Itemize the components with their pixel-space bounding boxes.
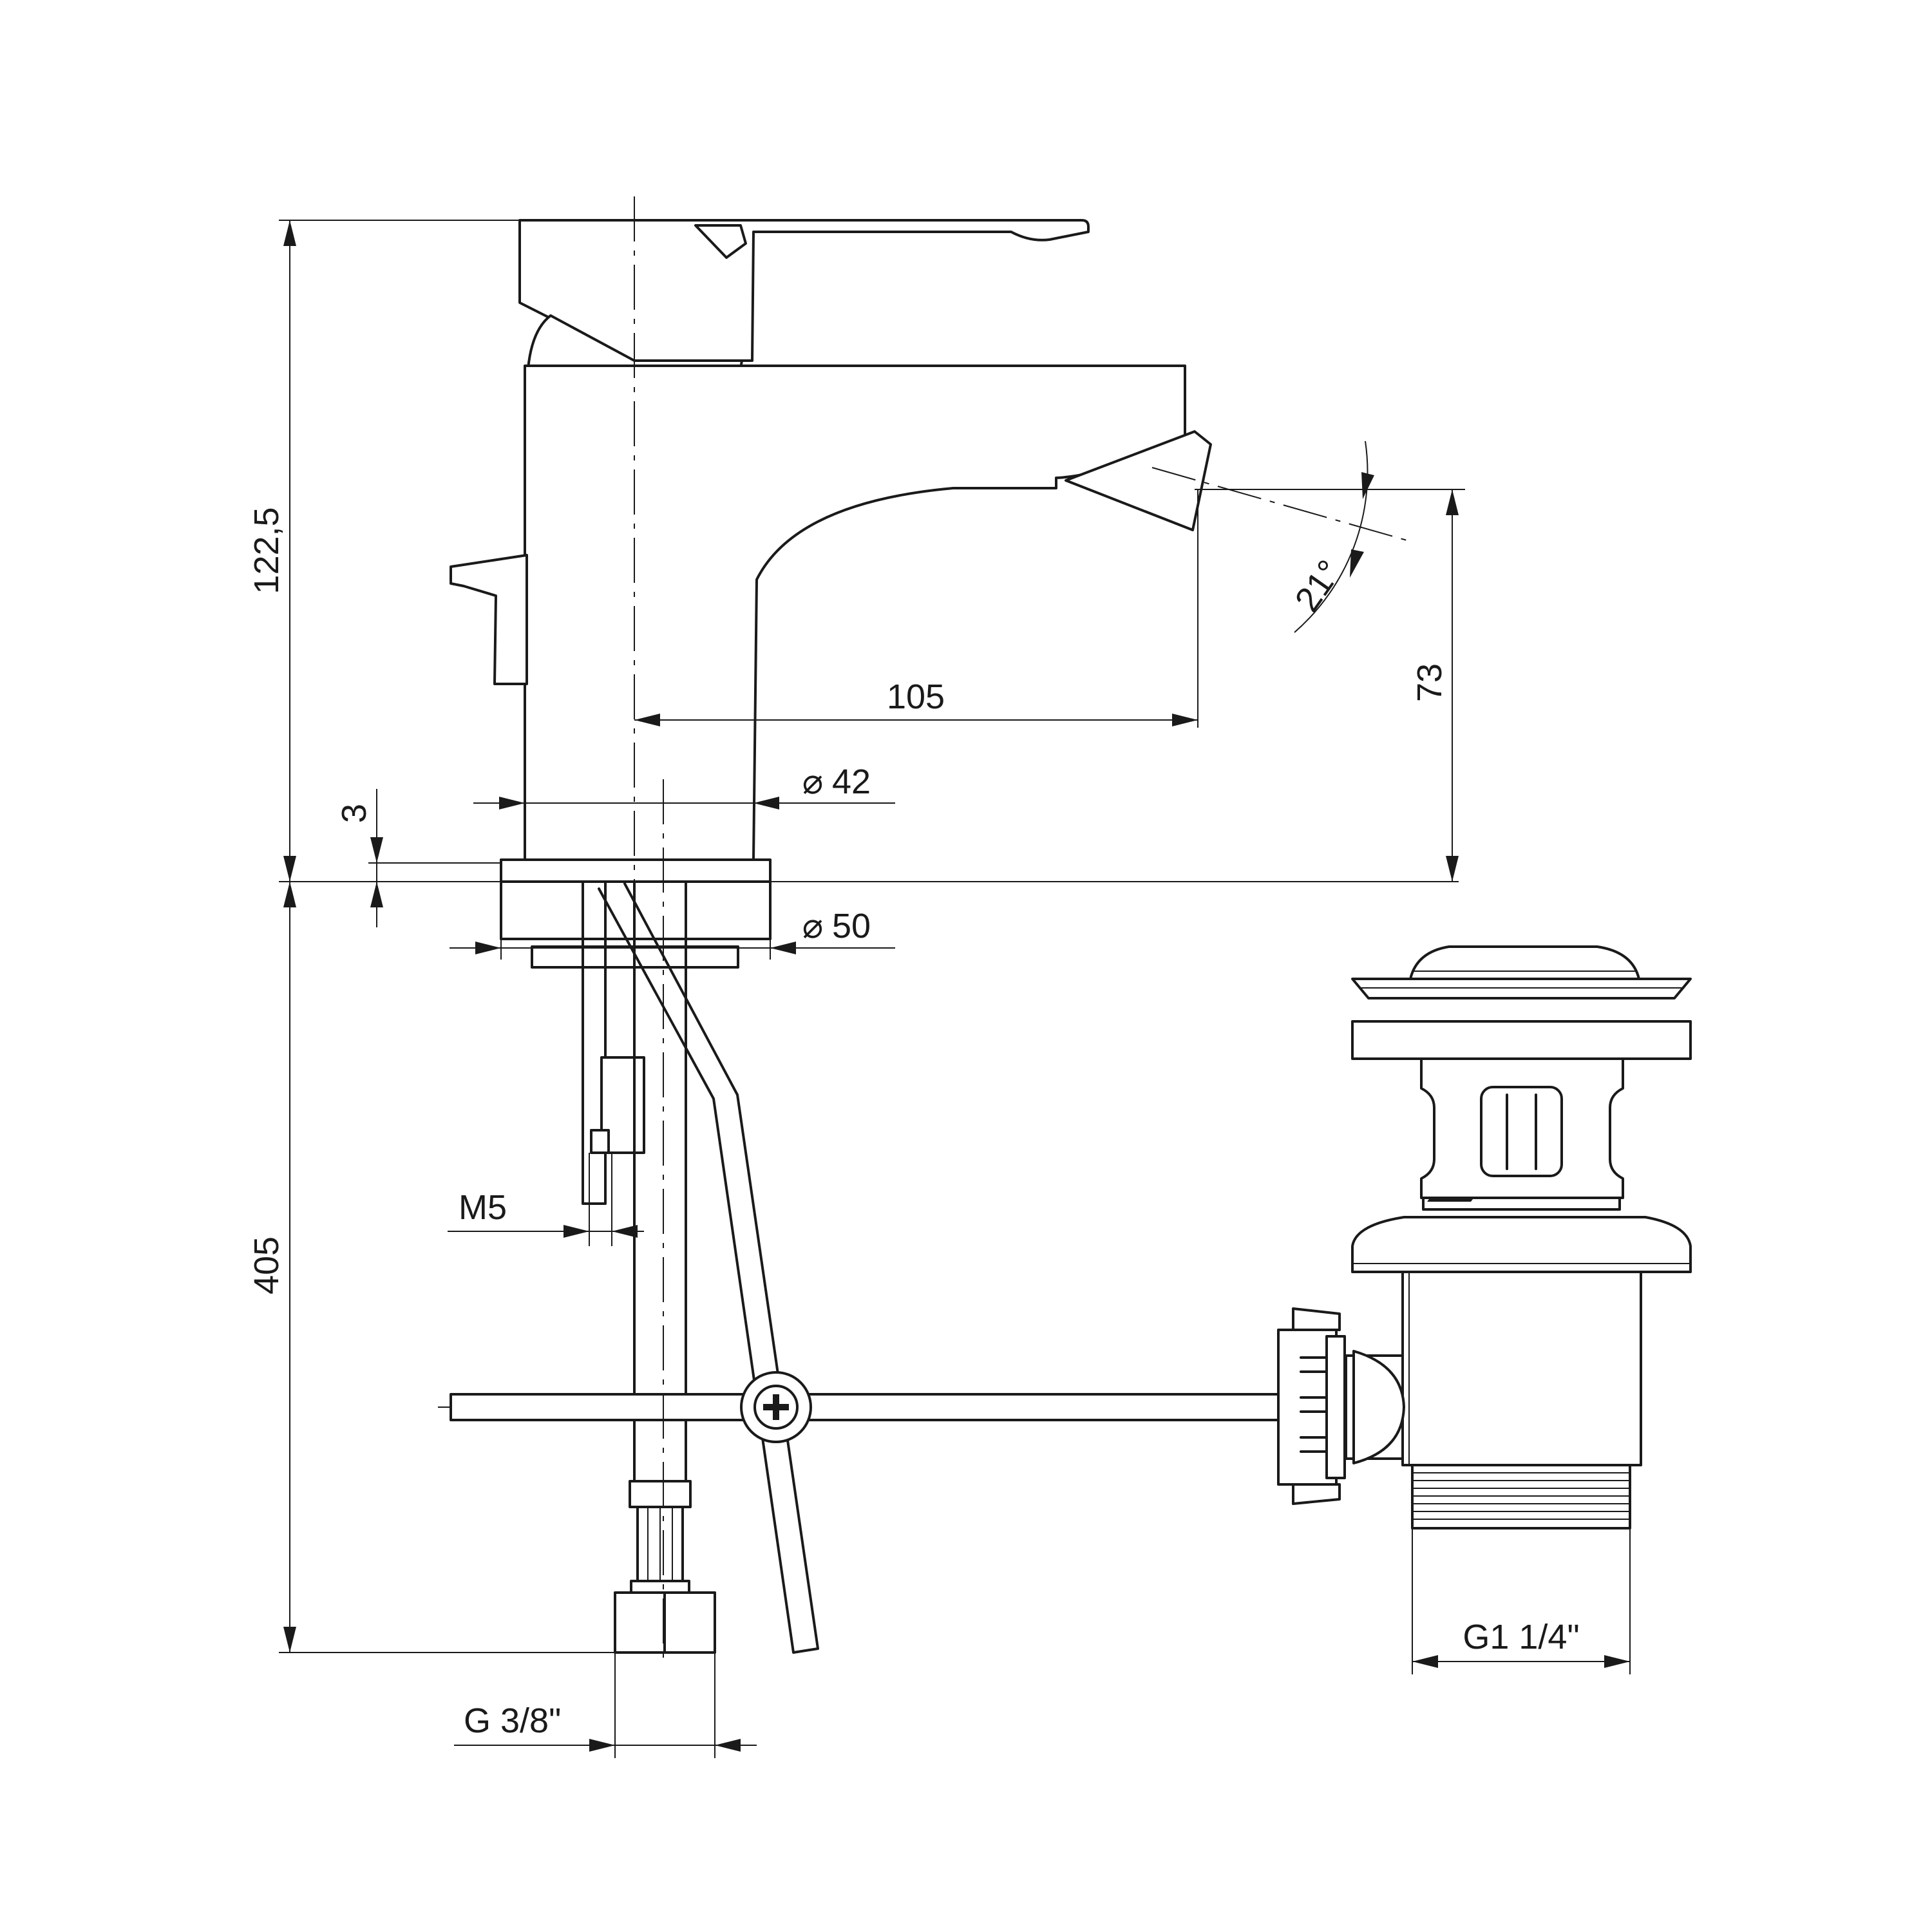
- diameter-symbol-icon: ⌀: [802, 907, 824, 945]
- lever-handle: [518, 219, 1090, 362]
- label-base-thickness: 3: [335, 804, 374, 823]
- label-spout-angle: 21°: [1287, 553, 1349, 618]
- label-rod-thread: M5: [459, 1188, 507, 1227]
- center-lines: [634, 196, 1414, 1662]
- label-spout-height: 73: [1410, 663, 1449, 702]
- label-base-diameter: 50: [832, 907, 871, 945]
- dimension-lines: [279, 220, 1631, 1758]
- base-plate: [500, 858, 772, 883]
- drain-tailpiece: [1401, 1271, 1642, 1466]
- drain-window: [1480, 1086, 1563, 1177]
- mixer-fittings: [438, 880, 1280, 1654]
- lever-detail: [694, 224, 747, 259]
- label-body-diameter: 42: [832, 762, 871, 801]
- linkage-rod: [450, 1393, 1280, 1421]
- label-height-bottom: 405: [247, 1236, 286, 1294]
- label-waste-thread: G1 1/4": [1463, 1618, 1579, 1656]
- popup-drain: [1277, 945, 1692, 1530]
- popup-knob: [450, 554, 528, 685]
- flange-ring: [1351, 1020, 1692, 1060]
- dimension-labels: 122,5 405 3 73 21° 105 ⌀ 42 ⌀ 50 M5 G 3/…: [247, 507, 1580, 1740]
- ferrule-ring: [630, 1580, 690, 1594]
- drain-gasket: [1422, 1197, 1621, 1211]
- drain-lock-nut: [1351, 1216, 1692, 1273]
- diameter-symbol-icon: ⌀: [802, 762, 824, 801]
- stud-nut-tab: [590, 1129, 610, 1154]
- drain-plug-cap: [1409, 945, 1640, 980]
- spout-aerator: [1065, 430, 1212, 531]
- lift-rod: [598, 882, 819, 1654]
- clamp-screw-icon: [763, 1394, 789, 1420]
- mixer-body: [450, 219, 1212, 969]
- label-supply-thread: G 3/8": [464, 1701, 561, 1740]
- label-spout-reach: 105: [887, 677, 945, 716]
- branch-coupling: [1352, 1350, 1405, 1464]
- hose-crimp: [629, 1480, 692, 1508]
- label-height-top: 122,5: [247, 507, 286, 594]
